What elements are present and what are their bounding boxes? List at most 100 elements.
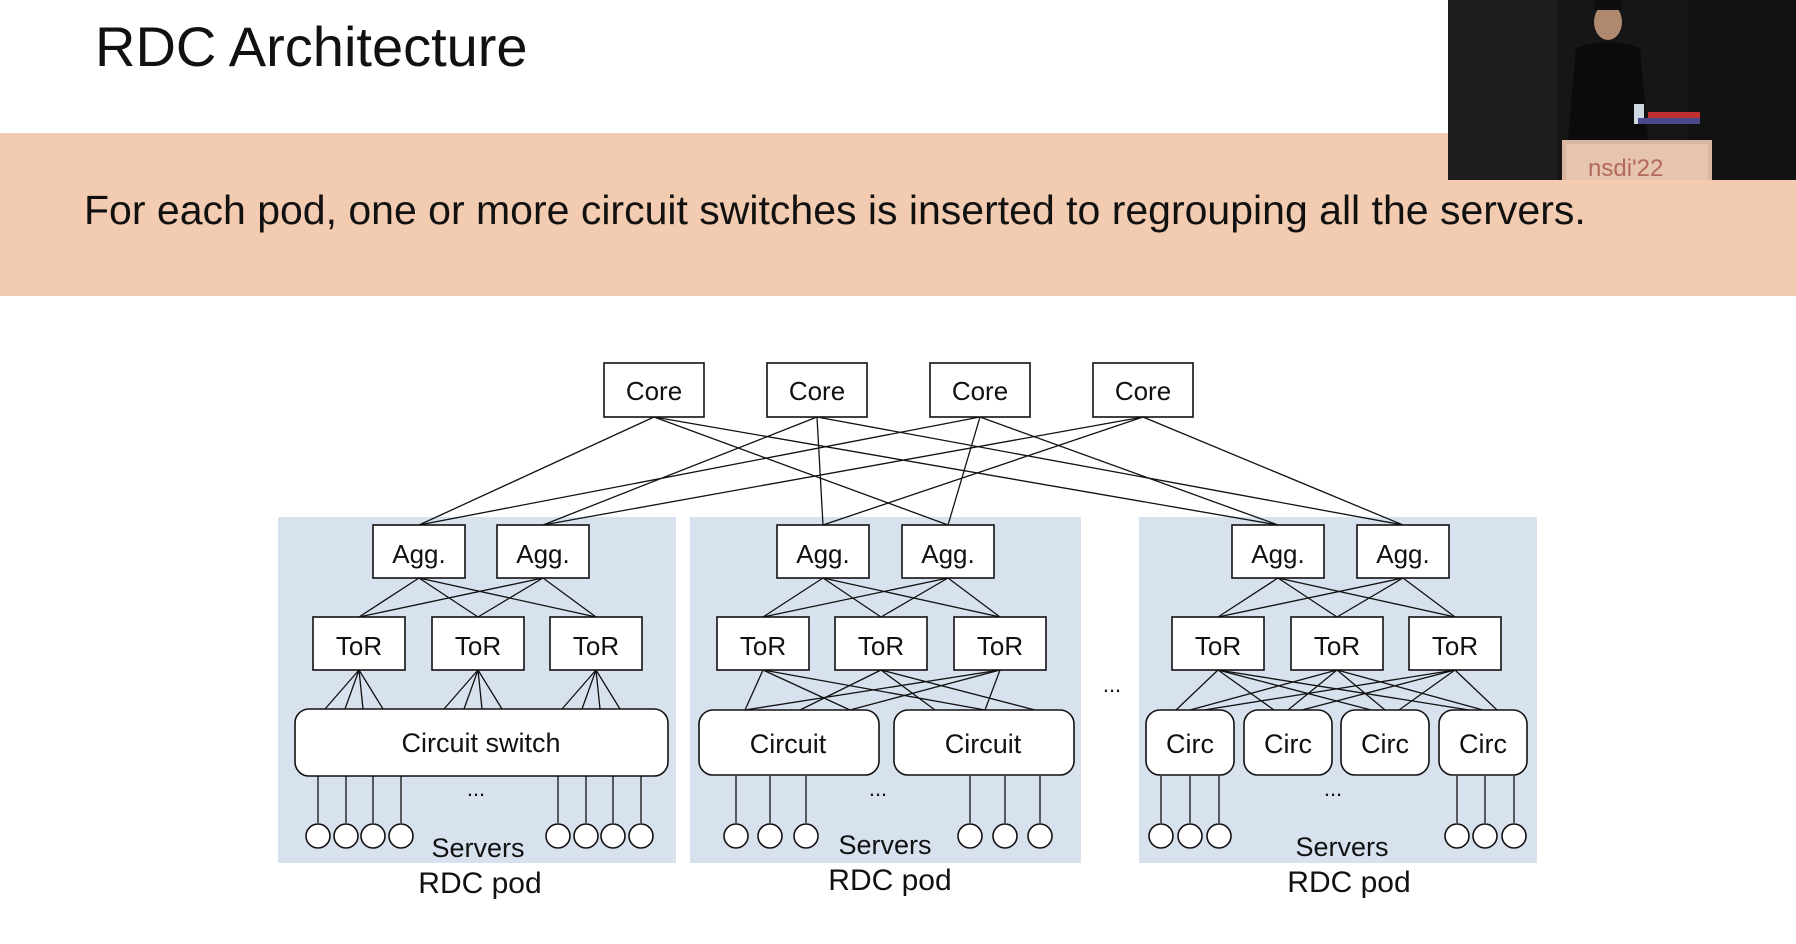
agg-switch-box <box>496 524 590 579</box>
tor-switch-box <box>1171 616 1265 671</box>
tor-circuit-link <box>1301 669 1456 711</box>
agg-tor-link <box>947 577 1001 618</box>
agg-tor-link <box>1277 577 1456 618</box>
core-agg-link <box>947 416 981 526</box>
agg-tor-link <box>358 577 420 618</box>
core-switch-box <box>929 362 1031 418</box>
server-icon <box>360 823 386 849</box>
core-label: Core <box>952 376 1008 406</box>
tor-circuit-link <box>581 669 597 710</box>
tor-label: ToR <box>1432 631 1478 661</box>
tor-label: ToR <box>573 631 619 661</box>
core-label: Core <box>789 376 845 406</box>
speaker-video: nsdi'22 <box>1448 0 1796 180</box>
tor-circuit-link <box>324 669 360 710</box>
core-agg-link <box>653 416 1279 526</box>
core-agg-link <box>822 416 1144 526</box>
core-agg-link <box>816 416 1404 526</box>
server-icon <box>573 823 599 849</box>
tor-circuit-link <box>880 669 936 711</box>
tor-circuit-link <box>984 669 1001 711</box>
agg-label: Agg. <box>516 539 570 569</box>
agg-label: Agg. <box>1376 539 1430 569</box>
circuit-switch-box <box>1340 709 1430 776</box>
circuit-switch-box <box>1145 709 1235 776</box>
pod-background <box>1139 517 1537 863</box>
tor-circuit-link <box>762 669 851 711</box>
pod3-circuit-label: Circ <box>1459 729 1507 759</box>
agg-tor-link <box>1402 577 1456 618</box>
circuit-switch-box <box>698 709 880 776</box>
server-icon <box>545 823 571 849</box>
tor-circuit-link <box>344 669 360 710</box>
tor-circuit-link <box>744 669 1001 711</box>
core-switch-box <box>766 362 868 418</box>
server-icon <box>1472 823 1498 849</box>
server-icon <box>388 823 414 849</box>
agg-switch-box <box>901 524 995 579</box>
tor-circuit-link <box>1217 669 1275 711</box>
server-icon <box>957 823 983 849</box>
tor-switch-box <box>716 616 810 671</box>
pod2-circuit-label: Circuit <box>945 729 1022 759</box>
podium-logo: nsdi'22 <box>1588 155 1663 180</box>
tor-circuit-link <box>595 669 601 710</box>
server-icon <box>1206 823 1232 849</box>
core-agg-link <box>1142 416 1404 526</box>
tor-label: ToR <box>336 631 382 661</box>
tor-label: ToR <box>455 631 501 661</box>
core-label: Core <box>1115 376 1171 406</box>
agg-tor-link <box>1217 577 1404 618</box>
core-switch-box <box>603 362 705 418</box>
server-icon <box>1444 823 1470 849</box>
server-icon <box>757 823 783 849</box>
server-icon <box>793 823 819 849</box>
agg-tor-link <box>418 577 479 618</box>
pod1-circuit-label: Circuit switch <box>401 728 560 758</box>
server-icon <box>628 823 654 849</box>
agg-tor-link <box>1217 577 1279 618</box>
tor-circuit-link <box>1175 669 1219 711</box>
banner-text: For each pod, one or more circuit switch… <box>84 187 1586 233</box>
core-agg-link <box>542 416 818 526</box>
core-agg-link <box>418 416 981 526</box>
agg-label: Agg. <box>392 539 446 569</box>
pod-background <box>278 517 676 863</box>
core-agg-link <box>979 416 1279 526</box>
speaker-video-frame: nsdi'22 <box>1448 0 1796 180</box>
tor-circuit-link <box>849 669 1001 711</box>
tor-circuit-link <box>1189 669 1338 711</box>
server-icon <box>723 823 749 849</box>
tor-switch-box <box>1290 616 1384 671</box>
tor-label: ToR <box>1195 631 1241 661</box>
tor-circuit-link <box>477 669 483 710</box>
podium: nsdi'22 <box>1562 112 1712 180</box>
speaker-figure <box>1568 0 1648 140</box>
tor-circuit-link <box>1398 669 1456 711</box>
tor-circuit-link <box>595 669 621 710</box>
agg-label: Agg. <box>796 539 850 569</box>
tor-circuit-link <box>744 669 764 711</box>
server-icon <box>305 823 331 849</box>
tor-circuit-link <box>1217 669 1470 711</box>
tor-label: ToR <box>858 631 904 661</box>
pod1-servers-label: Servers <box>431 833 524 863</box>
tor-switch-box <box>953 616 1047 671</box>
agg-tor-link <box>762 577 824 618</box>
agg-label: Agg. <box>921 539 975 569</box>
core-agg-link <box>816 416 824 526</box>
pod3-servers-label: Servers <box>1295 832 1388 862</box>
tor-circuit-link <box>1203 669 1456 711</box>
core-agg-link <box>542 416 1144 526</box>
tor-circuit-link <box>477 669 503 710</box>
tor-switch-box <box>834 616 928 671</box>
tor-circuit-link <box>443 669 479 710</box>
tor-circuit-link <box>358 669 384 710</box>
pod1-label: RDC pod <box>418 867 541 900</box>
core-agg-link <box>418 416 655 526</box>
agg-tor-link <box>1336 577 1404 618</box>
tor-circuit-link <box>358 669 364 710</box>
circuit-switch-box <box>1243 709 1333 776</box>
agg-tor-link <box>762 577 949 618</box>
